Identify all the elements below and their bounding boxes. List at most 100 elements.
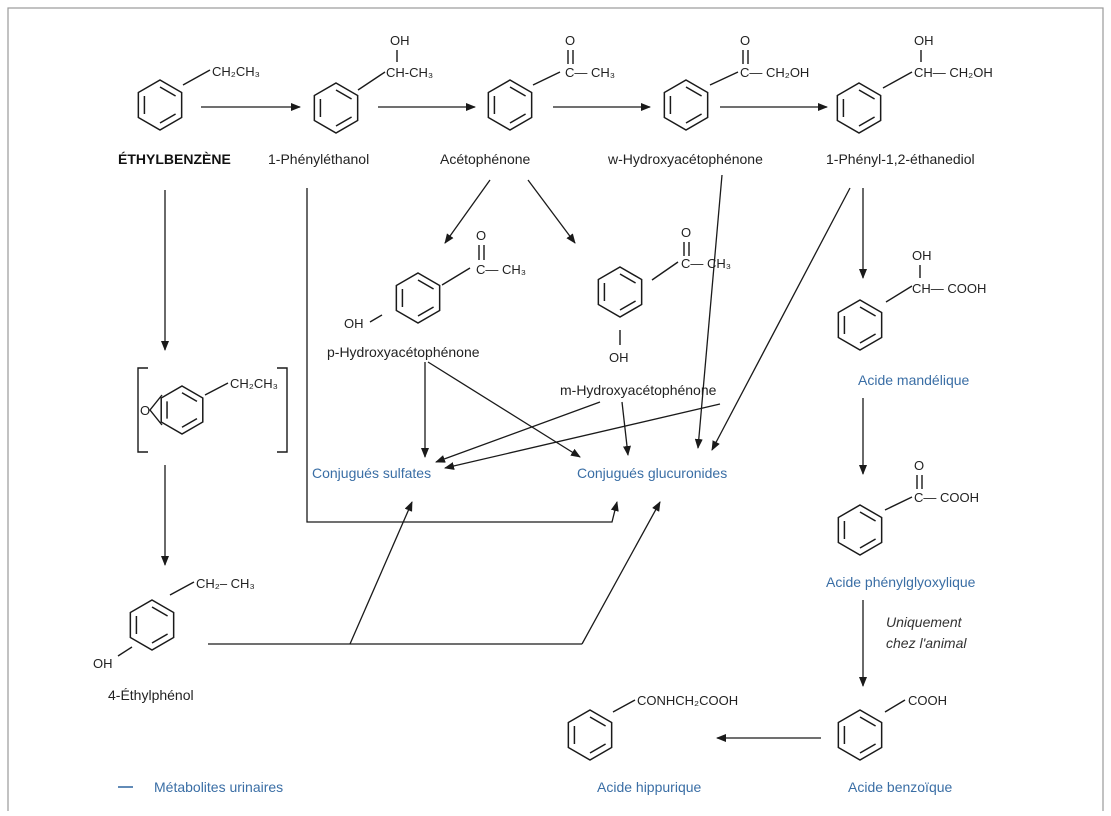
benzoic-cooh-group: COOH	[908, 693, 947, 708]
m-hydroxyacetophenone-ring-double-bond-1	[619, 273, 636, 284]
ethylbenzene-ring-double-bond-1	[159, 86, 176, 97]
figure-border	[7, 7, 1104, 816]
arrow-acetophenone-to-m-hydroxy	[527, 179, 576, 244]
acetophenone-label: Acétophénone	[440, 151, 531, 167]
arrow-m-hydroxy-right-to-sulfates	[444, 403, 721, 470]
w-hydroxyacetophenone-label: w-Hydroxyacétophénone	[607, 151, 763, 167]
w-hydroxyacetophenone-ring-double-bond-1	[685, 86, 702, 97]
acetophenone-c-group: C— CH₃	[565, 65, 615, 80]
ethylbenzene-ring-double-bond-2	[159, 113, 176, 124]
phenyl-ethanediol-oh-group: OH	[914, 33, 934, 48]
arrow-m-hydroxy-to-sulfates	[435, 401, 601, 463]
benzoic-acid-label: Acide benzoïque	[848, 779, 953, 795]
epoxide-oxygen-bridge	[149, 394, 163, 426]
arrow-phenylethanol-to-glucuronides	[306, 188, 619, 523]
w-hydroxyacetophenone-c-group: C— CH₂OH	[740, 65, 809, 80]
phenylglyoxylic-carbonyl	[916, 475, 923, 489]
mandelic-acid-ring	[837, 299, 883, 351]
phenylglyoxylic-bond	[884, 496, 913, 511]
epoxide-left-bracket	[137, 367, 148, 453]
hippuric-acid-label: Acide hippurique	[597, 779, 702, 795]
benzoic-acid-ring	[837, 709, 883, 761]
p-hydroxyacetophenone-ring	[395, 272, 441, 324]
arrow-p-hydroxy-to-glucuronides	[427, 361, 581, 458]
p-hydroxyacetophenone-c-group: C— CH₃	[476, 262, 526, 277]
m-hydroxyacetophenone-carbonyl	[683, 242, 690, 256]
sulfate-conjugates-label: Conjugués sulfates	[312, 465, 431, 481]
ethylbenzene-bond	[182, 69, 211, 86]
glucuronide-conjugates-label: Conjugués glucuronides	[577, 465, 727, 481]
hippuric-acid-ring-double-bond-2	[589, 743, 606, 754]
ethylphenol-bond	[169, 581, 195, 596]
ethylphenol-ring-double-bond-1	[151, 606, 168, 617]
animal-only-note-line1: Uniquement	[886, 614, 963, 630]
hippuric-conh-group: CONHCH₂COOH	[637, 693, 738, 708]
benzoic-acid-ring-double-bond-2	[859, 743, 876, 754]
phenyl-ethanediol-ring	[836, 82, 882, 134]
w-hydroxyacetophenone-carbonyl	[742, 50, 749, 64]
m-hydroxyacetophenone-label: m-Hydroxyacétophénone	[560, 382, 717, 398]
p-hydroxyacetophenone-ring-double-bond-1	[417, 279, 434, 290]
epoxide-ring	[160, 385, 204, 435]
phenylglyoxylic-c-group: C— COOH	[914, 490, 979, 505]
legend-label: Métabolites urinaires	[154, 779, 283, 795]
acetophenone-o-group: O	[565, 33, 575, 48]
arrow-acetophenone-to-p-hydroxy	[444, 179, 491, 244]
epoxide-ethyl-group: CH₂CH₃	[230, 376, 278, 391]
ethylphenol-ethyl-group: CH₂– CH₃	[196, 576, 255, 591]
acetophenone-bond	[532, 71, 561, 86]
phenylethanol-ch-group: CH-CH₃	[386, 65, 433, 80]
hippuric-bond	[612, 699, 636, 713]
w-hydroxyacetophenone-ring	[663, 79, 709, 131]
m-hydroxyacetophenone-ring-double-bond-2	[619, 300, 636, 311]
p-hydroxyacetophenone-o-group: O	[476, 228, 486, 243]
p-hydroxyacetophenone-ring-double-bond-2	[417, 306, 434, 317]
p-hydroxyacetophenone-oh-bond	[369, 314, 383, 323]
m-hydroxyacetophenone-oh-group: OH	[609, 350, 629, 365]
p-hydroxyacetophenone-label: p-Hydroxyacétophénone	[327, 344, 480, 360]
ethylbenzene-ring	[137, 79, 183, 131]
ethylbenzene-label: ÉTHYLBENZÈNE	[118, 151, 231, 167]
phenylglyoxylic-acid-ring-double-bond-2	[859, 538, 876, 549]
w-hydroxyacetophenone-o-group: O	[740, 33, 750, 48]
hippuric-acid-ring-double-bond-1	[589, 716, 606, 727]
phenylethanol-ring	[313, 82, 359, 134]
epoxide-ring-double-bond-2	[181, 417, 198, 428]
p-hydroxyacetophenone-oh-group: OH	[344, 316, 364, 331]
benzoic-bond	[884, 699, 906, 713]
phenyl-ethanediol-ch-group: CH— CH₂OH	[914, 65, 993, 80]
phenyl-ethanediol-label: 1-Phényl-1,2-éthanediol	[826, 151, 975, 167]
mandelic-acid-ring-double-bond-1	[859, 306, 876, 317]
epoxide-ethyl-bond	[204, 382, 229, 396]
ethylphenol-ring-double-bond-2	[151, 633, 168, 644]
p-hydroxyacetophenone-bond	[441, 267, 471, 286]
benzoic-acid-ring-double-bond-1	[859, 716, 876, 727]
arrow-ethylphenol-to-sulfates	[349, 501, 413, 645]
ethylphenol-ring	[129, 599, 175, 651]
phenylethanol-ring-double-bond-1	[335, 89, 352, 100]
acetophenone-ring-double-bond-2	[509, 113, 526, 124]
ethylbenzene-ethyl-group: CH₂CH₃	[212, 64, 260, 79]
mandelic-oh-group: OH	[912, 248, 932, 263]
phenylglyoxylic-o-group: O	[914, 458, 924, 473]
phenyl-ethanediol-bond	[882, 71, 913, 89]
ethylphenol-label: 4-Éthylphénol	[108, 687, 194, 703]
arrow-m-hydroxy-to-glucuronides	[621, 401, 631, 456]
phenyl-ethanediol-ring-double-bond-2	[858, 116, 875, 127]
epoxide-ring-double-bond-1	[181, 392, 198, 403]
phenylglyoxylic-acid-ring-double-bond-1	[859, 511, 876, 522]
phenylethanol-label: 1-Phényléthanol	[268, 151, 369, 167]
mandelic-ch-group: CH— COOH	[912, 281, 986, 296]
arrow-w-hydroxy-to-glucuronides	[694, 174, 723, 449]
benzene-rings	[129, 79, 883, 761]
phenylglyoxylic-acid-label: Acide phénylglyoxylique	[826, 574, 976, 590]
epoxide-o-group: O	[140, 403, 150, 418]
arrow-ethylphenol-to-glucuronides	[581, 501, 661, 645]
m-hydroxyacetophenone-c-group: C— CH₃	[681, 256, 731, 271]
m-hydroxyacetophenone-o-group: O	[681, 225, 691, 240]
w-hydroxyacetophenone-bond	[709, 71, 739, 86]
acetophenone-ring-double-bond-1	[509, 86, 526, 97]
ethylphenol-oh-group: OH	[93, 656, 113, 671]
